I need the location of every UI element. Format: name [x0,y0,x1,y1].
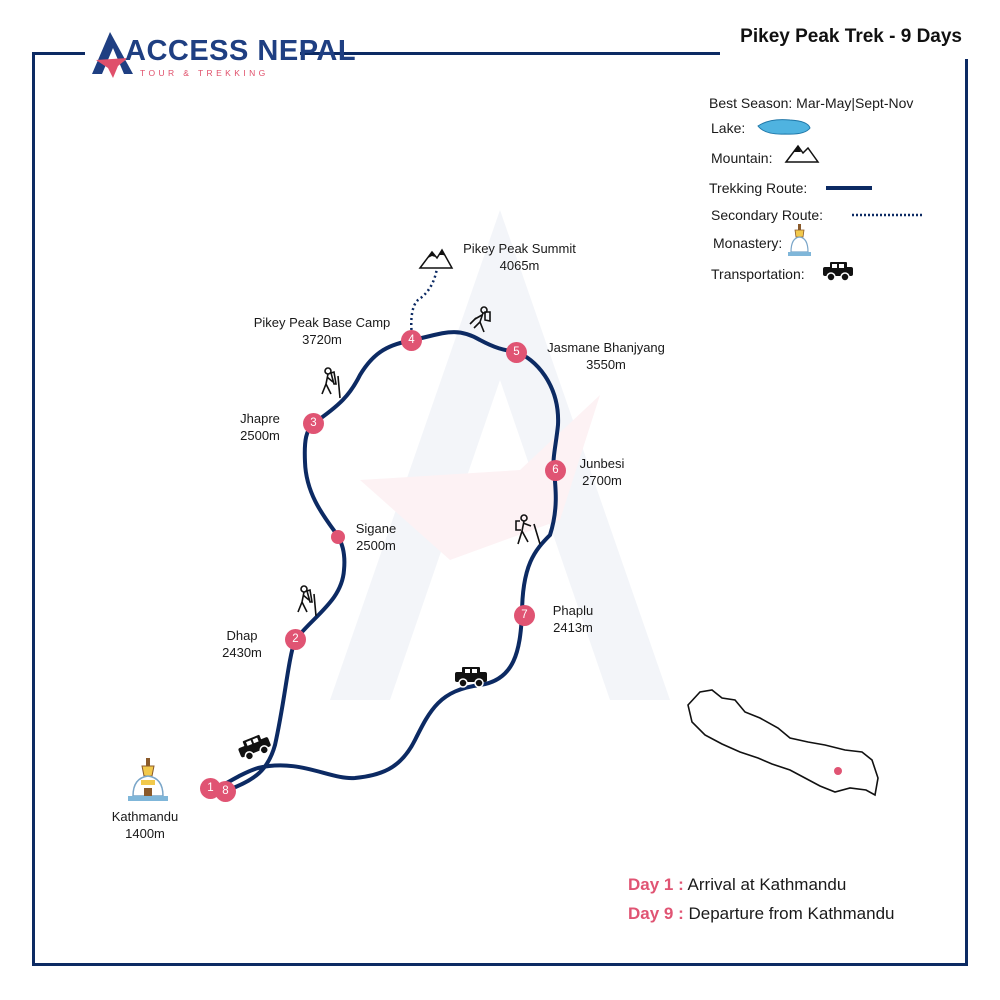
legend-monastery-label: Monastery: [713,235,783,251]
hiker-icon [321,367,341,399]
monastery-icon [128,758,168,801]
day-note: Day 9 : Departure from Kathmandu [628,904,895,923]
stop-marker[interactable] [331,530,345,544]
legend-lake-label: Lake: [711,120,746,136]
brand-name: ACCESS NEPAL [125,35,357,67]
stop-marker[interactable]: 3 [303,413,324,434]
hiker-icon [469,306,491,333]
brand-tagline: TOUR & TREKKING [140,68,269,78]
legend-season: Best Season: Mar-May|Sept-Nov [709,95,914,111]
jeep-icon [823,262,853,282]
map-frame [32,52,968,966]
stop-marker[interactable]: 6 [545,460,566,481]
monastery-icon [788,224,811,256]
day-note: Day 1 : Arrival at Kathmandu [628,875,847,894]
legend-secondary-route-label: Secondary Route: [711,207,824,223]
stop-marker[interactable]: 8 [215,781,236,802]
legend-transportation-label: Transportation: [711,266,805,282]
legend-trekking-route-label: Trekking Route: [709,180,808,196]
page-title: Pikey Peak Trek - 9 Days [740,26,962,47]
stop-marker[interactable]: 7 [514,605,535,626]
stop-marker[interactable]: 5 [506,342,527,363]
mountain-icon [418,248,454,269]
legend-mountain-label: Mountain: [711,150,773,166]
hiker-icon [515,514,541,545]
stop-marker[interactable]: 2 [285,629,306,650]
nepal-map-outline [687,689,879,797]
secondary-route [410,267,439,336]
jeep-icon [455,667,487,688]
jeep-icon [238,734,271,761]
stop-marker[interactable]: 4 [401,330,422,351]
hiker-icon [297,585,317,617]
mountain-icon [784,144,820,163]
lake-icon [757,119,811,135]
location-dot [834,767,842,775]
trekking-route [216,330,561,792]
